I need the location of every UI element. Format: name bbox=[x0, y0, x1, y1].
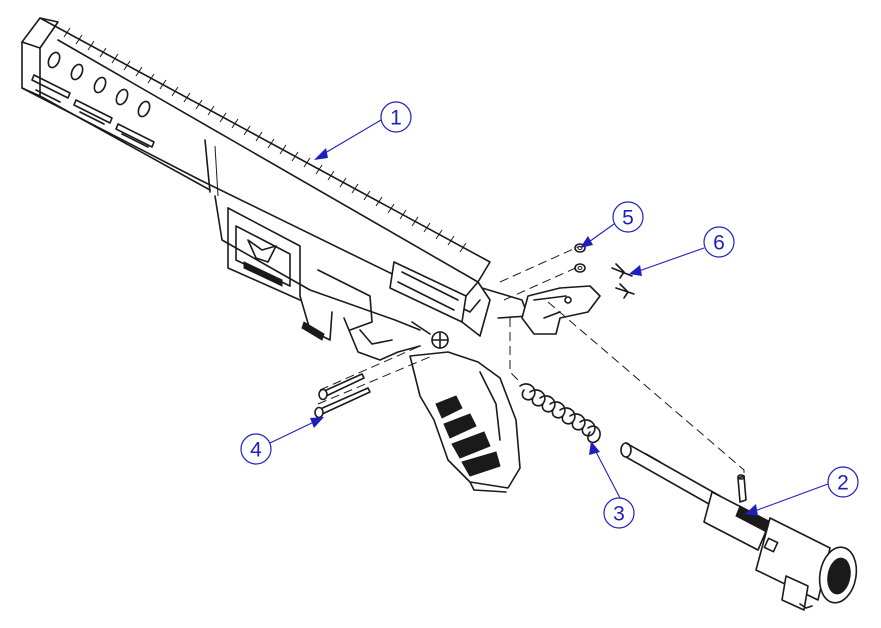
callout-6: 6 bbox=[703, 226, 735, 258]
callout-3: 3 bbox=[603, 497, 635, 529]
handguard-upper-receiver-part bbox=[21, 17, 529, 493]
callout-balloon bbox=[612, 201, 644, 233]
callout-number: 3 bbox=[613, 503, 625, 526]
callout-number: 6 bbox=[713, 232, 725, 255]
callout-number: 4 bbox=[250, 439, 262, 462]
trigger-area bbox=[343, 317, 449, 361]
callout-number: 5 bbox=[622, 207, 634, 230]
recoil-spring-part bbox=[519, 383, 601, 444]
leader-lines bbox=[269, 119, 829, 516]
callout-balloon bbox=[380, 101, 412, 133]
clips-part bbox=[611, 263, 635, 299]
callout-number: 2 bbox=[837, 472, 849, 495]
callout-balloon bbox=[240, 433, 272, 465]
handguard-slots bbox=[31, 51, 155, 148]
barrel-assembly-part bbox=[620, 442, 858, 611]
charging-latch bbox=[521, 285, 601, 335]
callout-4: 4 bbox=[240, 433, 272, 465]
assembly-centerlines bbox=[317, 245, 745, 478]
receiver-pins-part bbox=[314, 373, 371, 419]
lower-receiver bbox=[214, 195, 529, 341]
callout-balloon bbox=[603, 497, 635, 529]
callout-number: 1 bbox=[390, 107, 402, 130]
callout-balloon bbox=[827, 466, 859, 498]
callout-2: 2 bbox=[827, 466, 859, 498]
callout-1: 1 bbox=[380, 101, 412, 133]
pistol-grip bbox=[409, 351, 521, 493]
callout-5: 5 bbox=[612, 201, 644, 233]
washers-part bbox=[574, 243, 586, 273]
callout-balloon bbox=[703, 226, 735, 258]
